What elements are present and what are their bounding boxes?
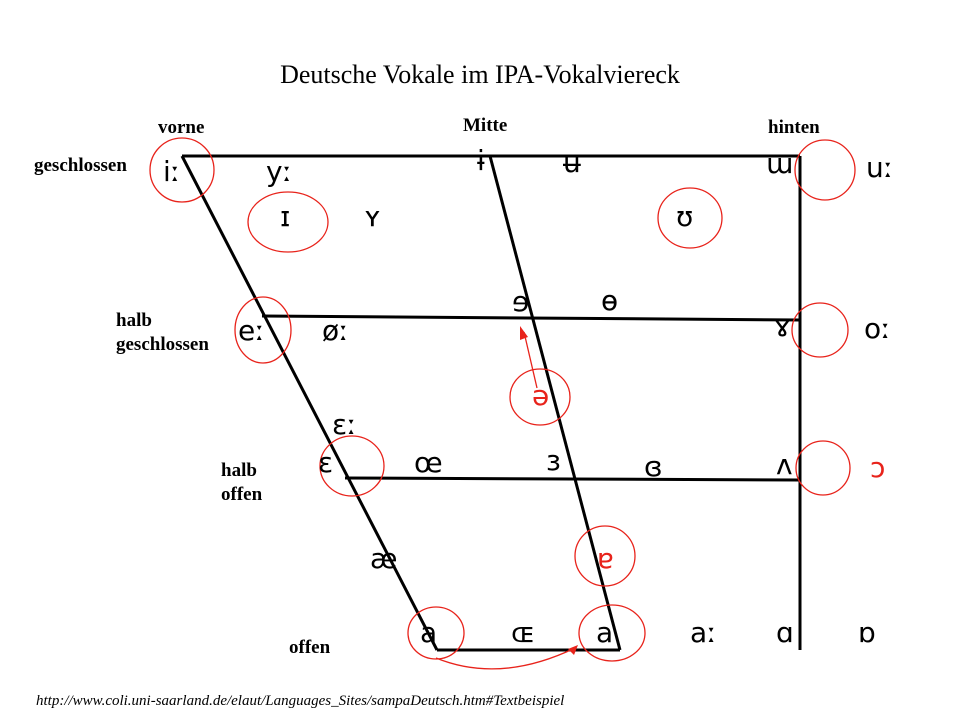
arrowhead-up [520,326,528,340]
row-label-open: offen [289,637,331,658]
symbol-open-back-unrounded: ɑ [776,616,794,649]
symbol-Y: ʏ [364,200,381,233]
symbol-y-long: yː [266,155,292,188]
close-mid-line [261,314,801,322]
symbol-I: ɪ [280,200,290,233]
front-edge [180,155,439,651]
symbol-E: ɛ [318,446,333,479]
symbol-close-mid-central-1: ɘ [512,285,529,318]
column-label-central: Mitte [463,115,508,136]
symbol-close-mid-back-unrounded: ɤ [774,310,791,343]
open-mid-line [344,476,801,482]
symbol-open-mid-back-unrounded: ʌ [776,448,793,481]
symbol-close-central-1: ɨ [477,144,485,177]
symbol-o-slash-long: øː [322,314,349,347]
arrow-a-to-a-long [435,647,576,670]
row-label-close-mid-line2: geschlossen [116,334,209,355]
symbol-open-mid-central-1: ɜ [546,444,561,477]
row-label-close-mid-line1: halb [116,310,152,331]
symbol-schwa: ə [532,379,549,412]
symbol-E-long: ɛː [332,408,357,441]
circle-i [149,137,215,203]
symbol-close-back-unrounded: ɯ [766,147,793,180]
arrow-schwa-to-e [523,331,538,389]
symbol-open-back-rounded: ɒ [858,616,876,649]
symbol-o-long: oː [864,312,891,345]
symbol-ae: æ [370,542,398,575]
circle-O [795,440,851,496]
symbol-a-short: a [596,616,613,649]
symbol-close-central-2: ʉ [563,146,581,179]
symbol-a: a [420,616,437,649]
circle-schwa [509,368,571,426]
symbol-oe: œ [414,446,443,479]
source-link[interactable]: http://www.coli.uni-saarland.de/elaut/La… [36,693,565,709]
symbol-a-long: aː [690,616,717,649]
symbol-open-mid-central-2: ɞ [644,450,663,483]
circle-e [234,296,292,364]
symbol-open-mid-back: ɔ [870,451,885,484]
symbol-i-long: iː [163,155,180,188]
symbol-open-front-oe: ɶ [511,616,535,649]
circle-I [247,191,329,253]
symbol-close-mid-central-2: ɵ [601,284,618,317]
circle-E [319,435,385,497]
symbol-near-open-central: ɐ [597,542,614,575]
row-label-open-mid-line2: offen [221,484,263,505]
circle-U [657,187,723,249]
arrowhead-right [568,645,578,655]
circle-a-long [578,604,646,662]
page-title: Deutsche Vokale im IPA-Vokalviereck [280,60,680,89]
column-label-back: hinten [768,117,820,138]
row-label-open-mid-line1: halb [221,460,257,481]
circle-6 [574,525,636,587]
circle-a [407,606,465,660]
symbol-e-long: eː [238,314,265,347]
circle-u [794,139,856,201]
row-label-close: geschlossen [34,155,127,176]
column-label-front: vorne [158,117,205,138]
circle-o [791,302,849,358]
central-line [488,155,622,651]
symbol-U: ʊ [676,200,693,233]
symbol-u-long: uː [866,151,893,184]
